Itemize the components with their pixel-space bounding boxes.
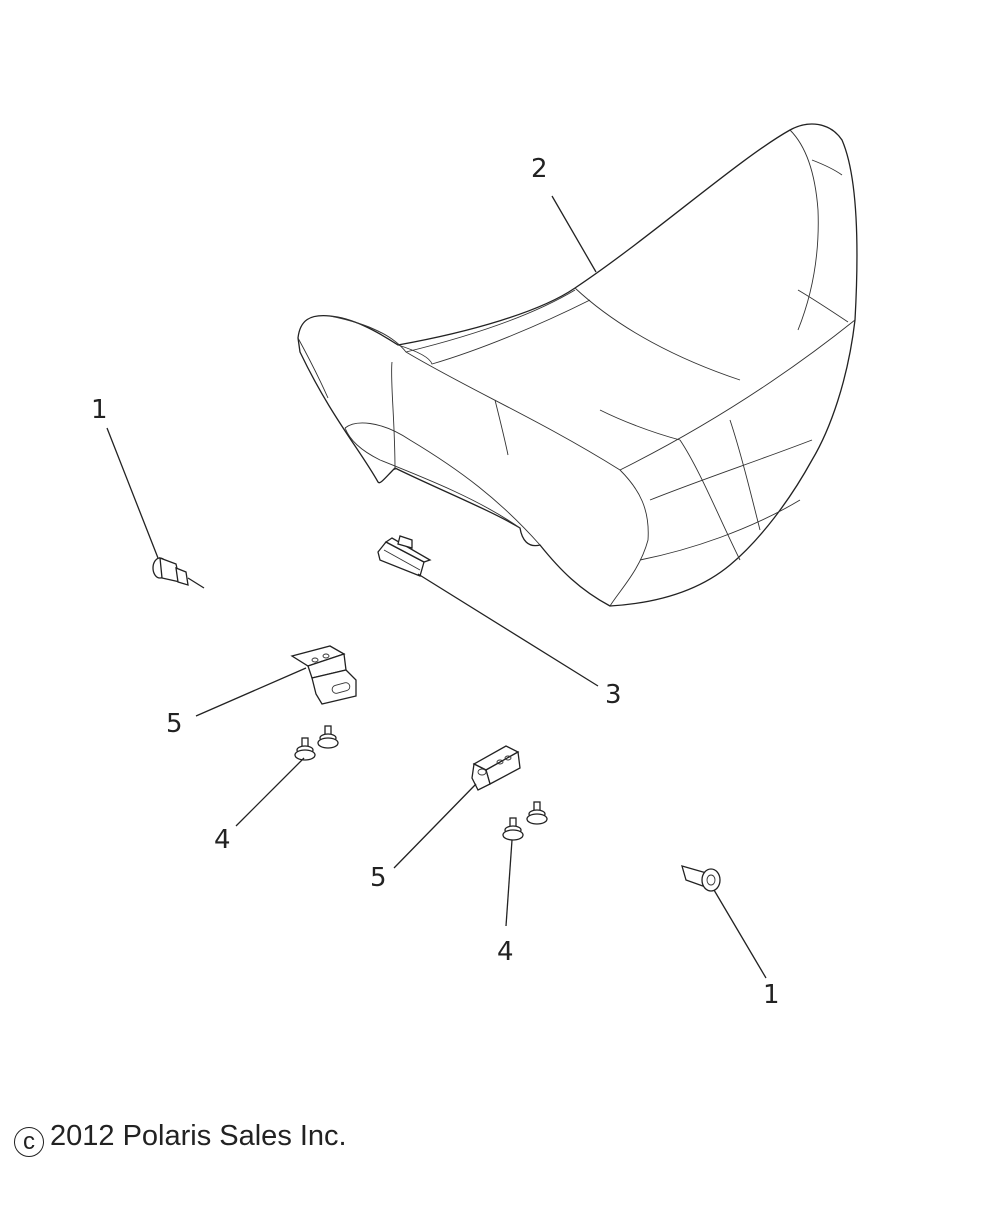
callout-clip: 3 [605, 680, 622, 710]
callout-bracket-right: 5 [370, 863, 387, 893]
callout-seat: 2 [531, 154, 548, 184]
leader-line-screw-left [106, 427, 159, 559]
leader-line-bolts-left [235, 757, 305, 827]
leader-line-seat [551, 195, 597, 273]
leader-line-bolts-right [505, 839, 513, 927]
screw-right-part [681, 865, 721, 892]
callout-screw-left: 1 [91, 395, 108, 425]
leader-line-clip [417, 573, 599, 687]
leader-line-bracket-left [195, 667, 307, 717]
bolts-right-part [502, 801, 548, 841]
clip-part [377, 535, 432, 577]
callout-screw-right: 1 [763, 980, 780, 1010]
bolts-left-part [294, 725, 339, 761]
bracket-left-part [290, 645, 357, 705]
callout-bracket-left: 5 [166, 709, 183, 739]
leader-line-screw-right [713, 889, 767, 979]
screw-left-part [152, 557, 205, 589]
callout-bolts-left: 4 [214, 825, 231, 855]
copyright-icon: c [14, 1127, 44, 1157]
bracket-right-part [471, 745, 521, 791]
callout-bolts-right: 4 [497, 937, 514, 967]
seat-part [297, 123, 858, 607]
leader-line-bracket-right [393, 783, 477, 869]
copyright-text: 2012 Polaris Sales Inc. [50, 1120, 347, 1152]
